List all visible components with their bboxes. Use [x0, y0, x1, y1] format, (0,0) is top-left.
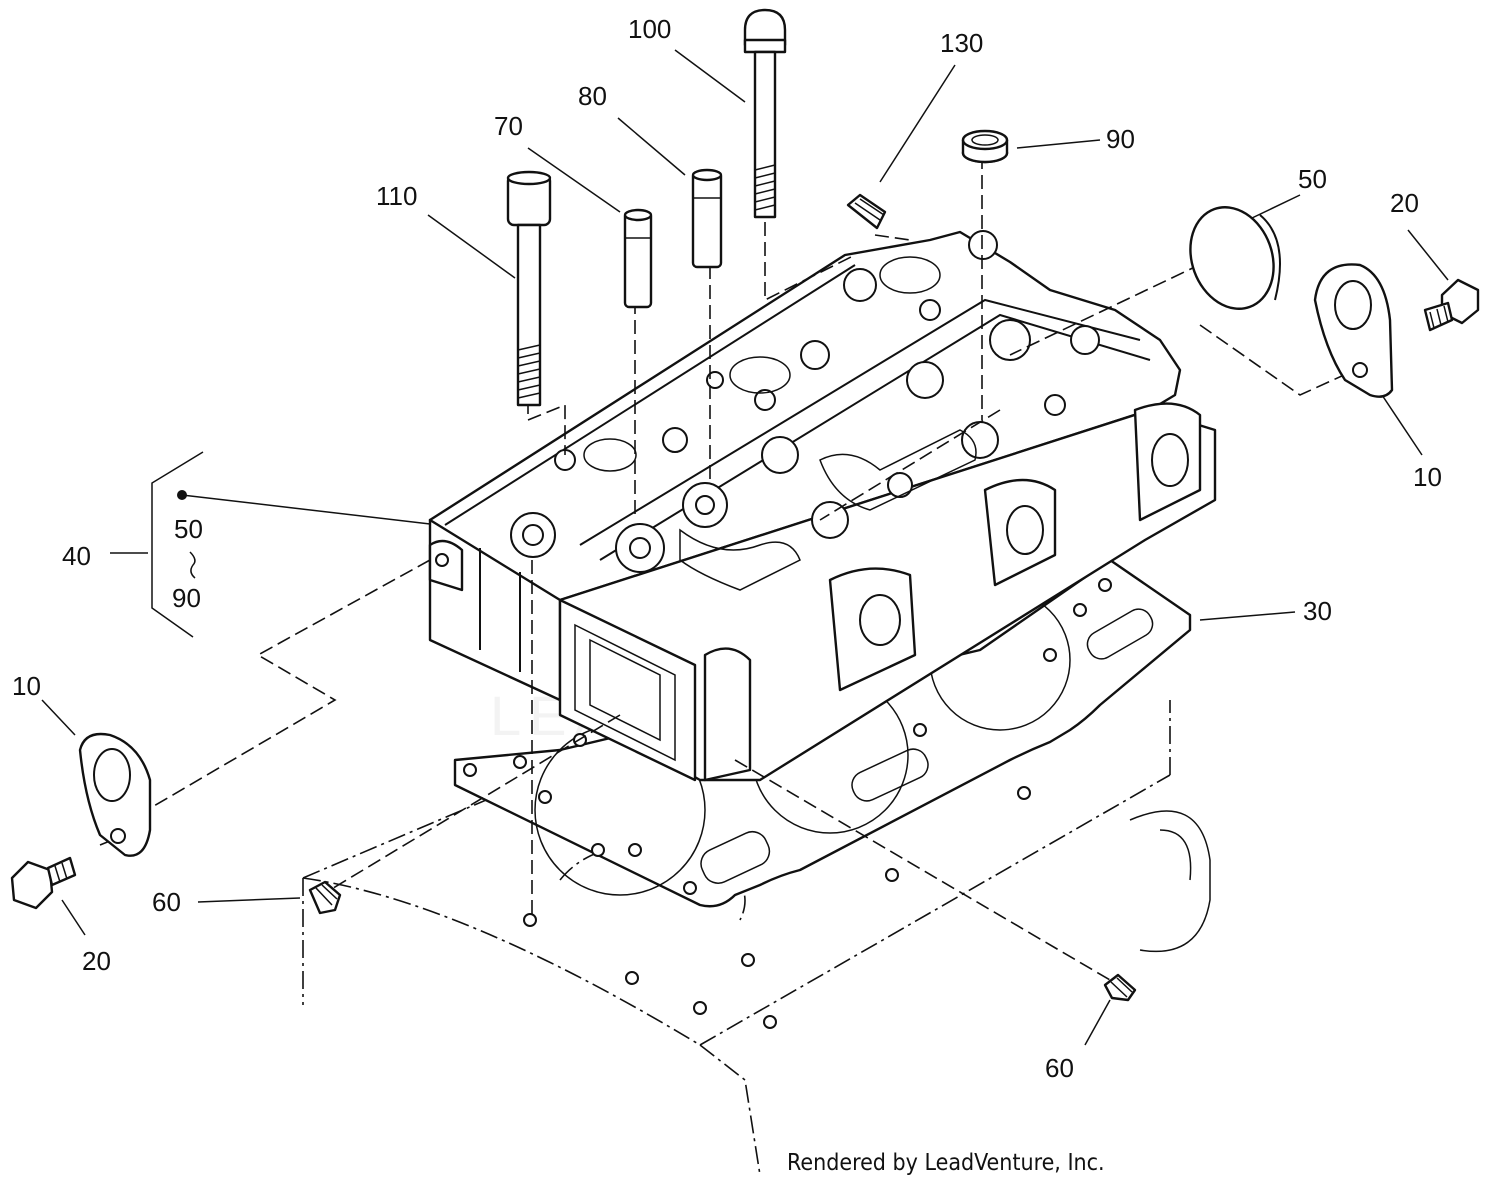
- dowel-60-bottom: [1103, 973, 1137, 1002]
- group-40-dot: [177, 490, 187, 500]
- callout-60-bottom: 60: [1045, 1053, 1074, 1083]
- rendered-by-credit: Rendered by LeadVenture, Inc.: [787, 1150, 1105, 1176]
- callout-90-group: 90: [172, 583, 201, 613]
- callout-130: 130: [940, 28, 983, 58]
- plug-130: [846, 193, 887, 230]
- valve-guide-70: [623, 208, 653, 309]
- callout-20-right: 20: [1390, 188, 1419, 218]
- callout-60-left: 60: [152, 887, 181, 917]
- callout-110: 110: [376, 181, 417, 211]
- seal-90: [961, 129, 1009, 164]
- cylinder-head: [428, 230, 1217, 782]
- bolt-100: [743, 8, 787, 219]
- callout-10-left: 10: [12, 671, 41, 701]
- bolt-20-left: [10, 856, 77, 910]
- callout-50-group: 50: [174, 514, 203, 544]
- bolt-110: [506, 170, 552, 407]
- callout-80: 80: [578, 81, 607, 111]
- expansion-plug-50: [1189, 206, 1281, 310]
- callout-40: 40: [62, 541, 91, 571]
- callout-20-left: 20: [82, 946, 111, 976]
- callout-70: 70: [494, 111, 523, 141]
- lifting-bracket-10-left: [78, 732, 152, 857]
- callout-90-top: 90: [1106, 124, 1135, 154]
- lifting-bracket-10-right: [1313, 263, 1394, 398]
- leader-lines: [41, 49, 1449, 1046]
- callout-100: 100: [628, 14, 671, 44]
- valve-guide-80: [691, 168, 723, 269]
- callout-50-top: 50: [1298, 164, 1327, 194]
- dowel-60-left: [308, 880, 342, 915]
- bolt-20-right: [1423, 278, 1480, 332]
- callout-10-right: 10: [1413, 462, 1442, 492]
- callout-30: 30: [1303, 596, 1332, 626]
